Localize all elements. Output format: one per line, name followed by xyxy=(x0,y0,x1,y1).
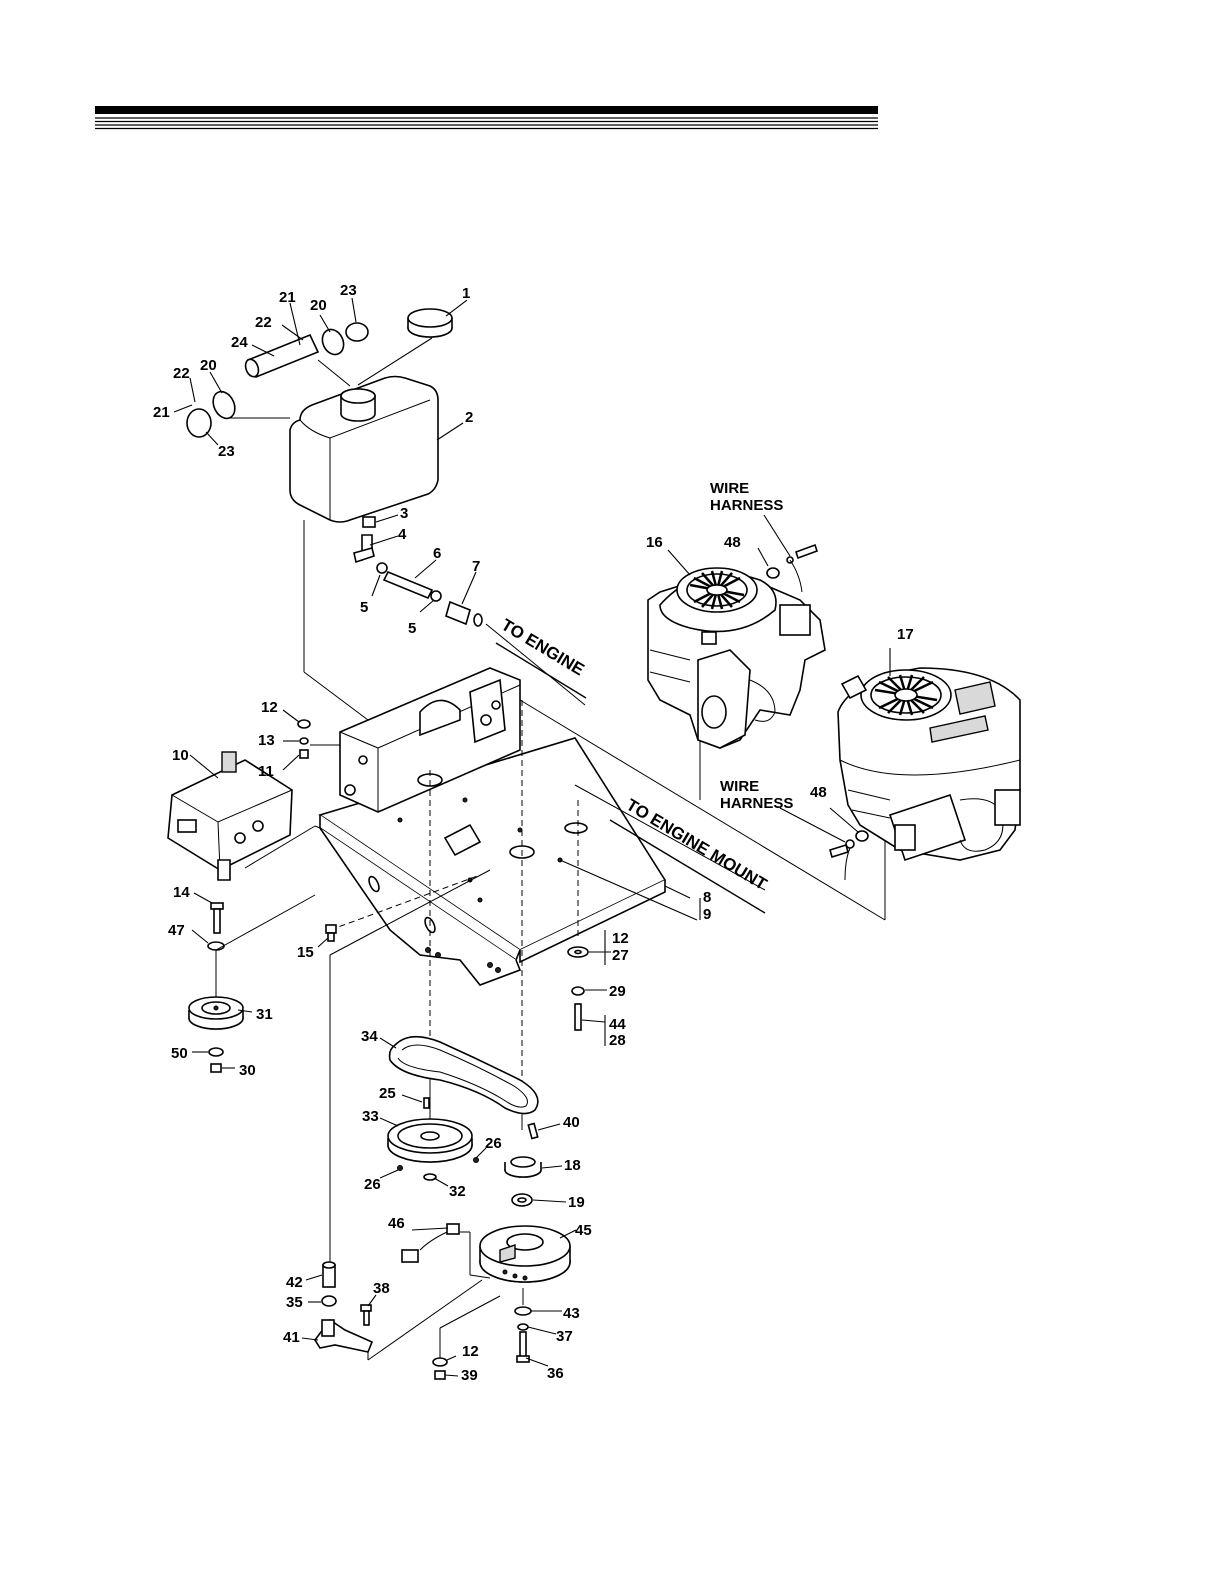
callout-5b: 5 xyxy=(408,620,416,637)
callout-8: 8 xyxy=(703,889,711,906)
wire-harness-label-bottom: WIRE HARNESS xyxy=(720,778,793,812)
fuel-cap xyxy=(408,309,452,337)
callout-7: 7 xyxy=(472,558,480,575)
to-engine-text: TO ENGINE xyxy=(498,615,588,679)
wire-harness-label-top-line1: WIRE xyxy=(710,480,749,497)
callout-29: 29 xyxy=(609,983,626,1000)
callout-38: 38 xyxy=(373,1280,390,1297)
callout-20a: 20 xyxy=(310,297,327,314)
callout-45: 45 xyxy=(575,1222,592,1239)
callout-42: 42 xyxy=(286,1274,303,1291)
drive-belt xyxy=(380,1037,538,1114)
callout-36: 36 xyxy=(547,1365,564,1382)
wire-harness-label-top-line2: HARNESS xyxy=(710,497,783,514)
callout-12c: 12 xyxy=(462,1343,479,1360)
wire-harness-label-top: WIRE HARNESS xyxy=(710,480,783,514)
callout-18: 18 xyxy=(564,1157,581,1174)
fuel-line xyxy=(384,572,432,598)
callout-15: 15 xyxy=(297,944,314,961)
callout-1: 1 xyxy=(462,285,470,302)
idler-pulley xyxy=(380,1095,486,1186)
callout-46: 46 xyxy=(388,1215,405,1232)
callout-23b: 23 xyxy=(218,443,235,460)
callout-11: 11 xyxy=(258,763,274,780)
callout-16: 16 xyxy=(646,534,663,551)
callout-12a: 12 xyxy=(261,699,278,716)
callout-13: 13 xyxy=(258,732,275,749)
callout-41: 41 xyxy=(283,1329,300,1346)
callout-21b: 21 xyxy=(153,404,170,421)
callout-30: 30 xyxy=(239,1062,256,1079)
callout-10: 10 xyxy=(172,747,189,764)
callout-19: 19 xyxy=(568,1194,585,1211)
wire-harness-label-bottom-line1: WIRE xyxy=(720,778,759,795)
callout-23a: 23 xyxy=(340,282,357,299)
fuel-filter xyxy=(446,602,482,626)
callout-14: 14 xyxy=(173,884,190,901)
callout-4: 4 xyxy=(398,526,407,543)
callout-22b: 22 xyxy=(173,365,190,382)
callout-44: 44 xyxy=(609,1016,626,1033)
fuel-tank-vent-hose xyxy=(243,335,318,379)
callout-17: 17 xyxy=(897,626,914,643)
callout-48a: 48 xyxy=(724,534,741,551)
callout-33: 33 xyxy=(362,1108,379,1125)
callout-43: 43 xyxy=(563,1305,580,1322)
callout-35: 35 xyxy=(286,1294,303,1311)
callout-31: 31 xyxy=(256,1006,273,1023)
callout-50: 50 xyxy=(171,1045,188,1062)
callout-21a: 21 xyxy=(279,289,296,306)
callout-47: 47 xyxy=(168,922,185,939)
callout-34: 34 xyxy=(361,1028,378,1045)
callout-27: 27 xyxy=(612,947,629,964)
fuel-tank xyxy=(290,377,438,523)
clutch-anchor-bracket xyxy=(302,1262,376,1352)
engine-16 xyxy=(648,550,825,748)
engine-17 xyxy=(838,648,1020,860)
callout-28: 28 xyxy=(609,1032,626,1049)
callout-37: 37 xyxy=(556,1328,573,1345)
callout-24: 24 xyxy=(231,334,248,351)
callout-22a: 22 xyxy=(255,314,272,331)
callout-20b: 20 xyxy=(200,357,217,374)
callout-12b: 12 xyxy=(612,930,629,947)
gearbox-pulley xyxy=(189,997,252,1072)
callout-9: 9 xyxy=(703,906,711,923)
callout-26a: 26 xyxy=(485,1135,502,1152)
callout-32: 32 xyxy=(449,1183,466,1200)
callout-26b: 26 xyxy=(364,1176,381,1193)
callout-40: 40 xyxy=(563,1114,580,1131)
callout-2: 2 xyxy=(465,409,473,426)
wire-harness-label-bottom-line2: HARNESS xyxy=(720,795,793,812)
callout-3: 3 xyxy=(400,505,408,522)
callout-25: 25 xyxy=(379,1085,396,1102)
callout-39: 39 xyxy=(461,1367,478,1384)
clutch-stack xyxy=(368,1123,576,1379)
callout-5a: 5 xyxy=(360,599,368,616)
header-rule xyxy=(95,106,878,129)
gearbox xyxy=(168,752,320,880)
callout-48b: 48 xyxy=(810,784,827,801)
engine-mount-hardware xyxy=(568,930,611,1046)
callout-6: 6 xyxy=(433,545,441,562)
